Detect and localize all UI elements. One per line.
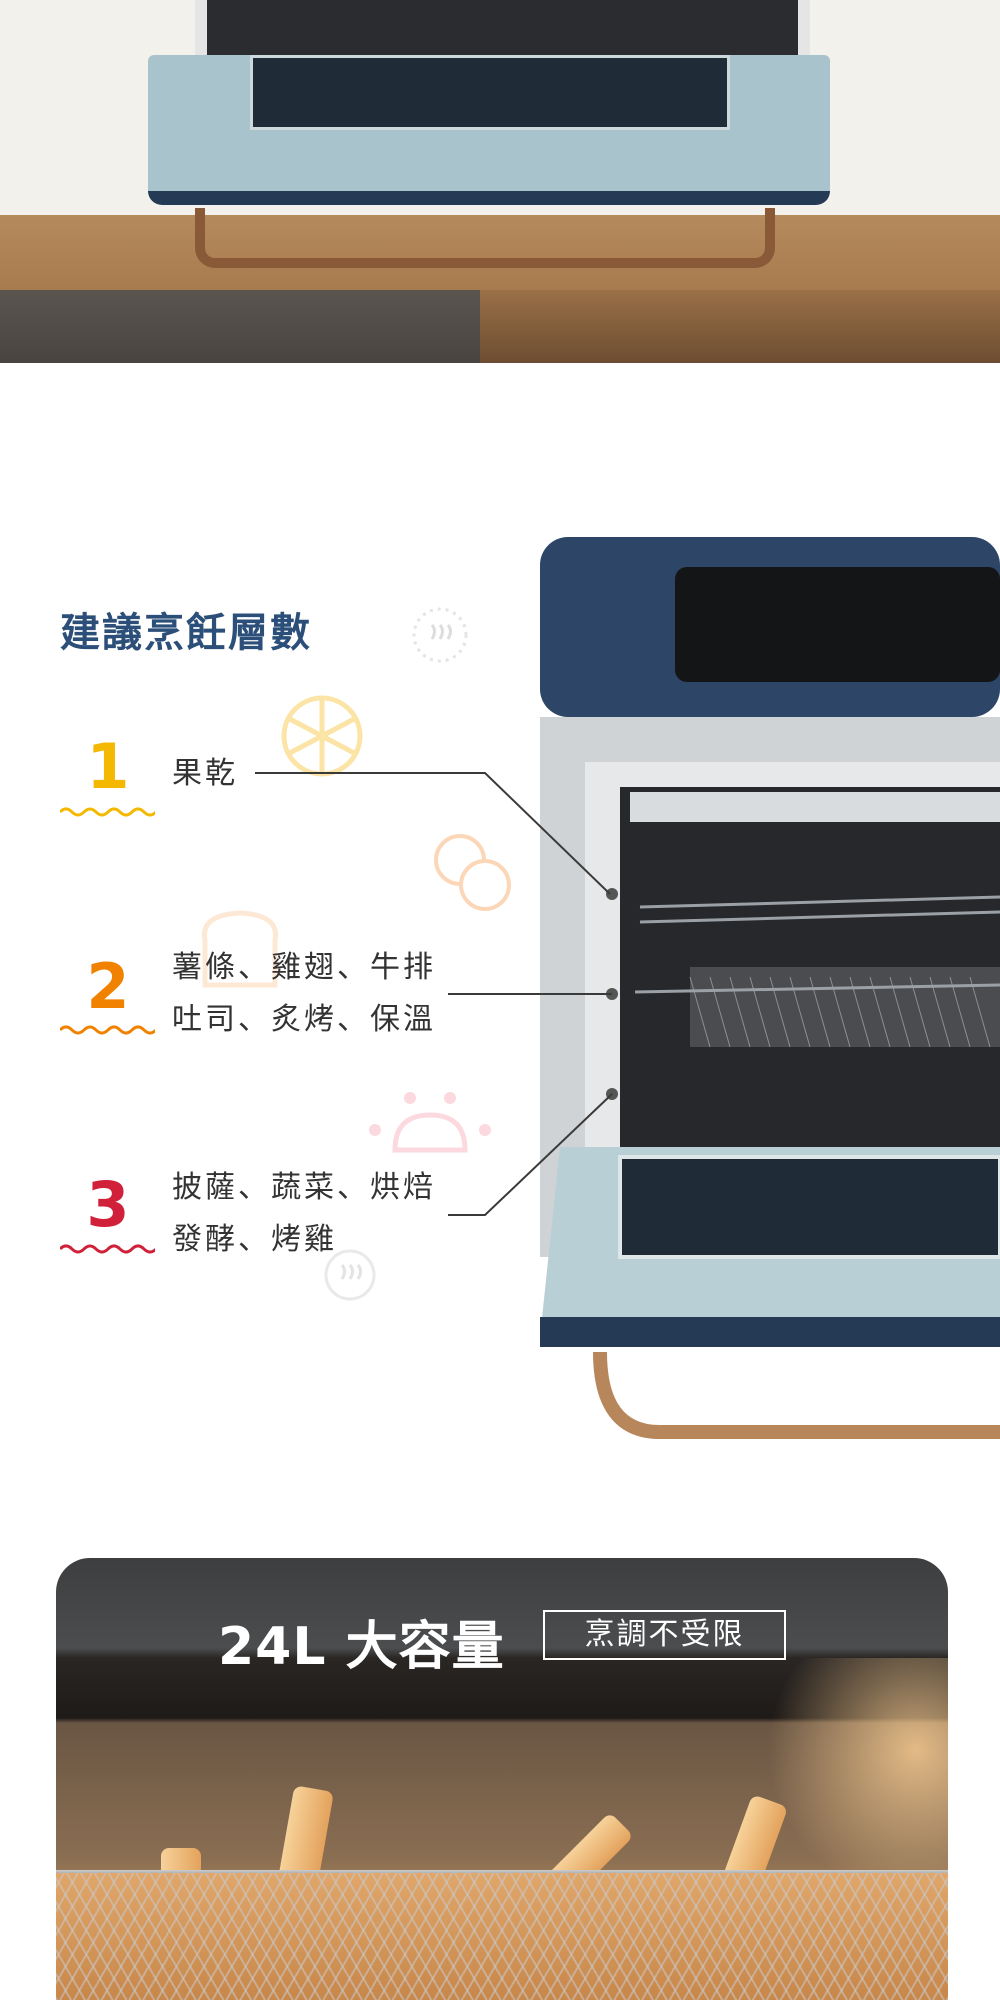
layer-food: 果乾 — [172, 756, 238, 791]
oven-handle — [593, 1351, 1000, 1439]
layer-food: 披薩、蔬菜、烘焙發酵、烤雞 — [172, 1170, 436, 1257]
leader-line-1 — [255, 772, 611, 895]
layer-food: 薯條、雞翅、牛排吐司、炙烤、保溫 — [172, 950, 436, 1037]
bread-icon — [201, 910, 279, 988]
steam-icon — [412, 607, 468, 663]
leader-line-3 — [448, 1093, 613, 1216]
wave-underline — [60, 1025, 155, 1035]
capacity-banner: 24L 大容量 烹調不受限 — [56, 1558, 948, 2000]
air-fry-basket — [690, 967, 1000, 1047]
oven-door-glass — [618, 1155, 1000, 1259]
layer-number: 3 — [86, 1168, 130, 1241]
oven-display — [675, 567, 1000, 682]
fry-basket-mesh — [56, 1873, 948, 2000]
steam-icon-2 — [324, 1249, 376, 1301]
oven-interior — [195, 0, 810, 55]
wood-cabinet — [480, 290, 1000, 363]
oven-rack-2 — [634, 983, 1000, 994]
wave-underline — [60, 807, 155, 817]
oven-rack-1 — [639, 895, 1000, 924]
leader-lines — [255, 772, 613, 1216]
oven-product-image — [540, 537, 1000, 1439]
section-title: 建議烹飪層數 — [60, 610, 312, 656]
wave-underline — [60, 1244, 155, 1254]
cookie-icon — [434, 834, 511, 911]
oven-door-handle — [195, 208, 775, 268]
layer-number: 2 — [86, 950, 130, 1023]
capacity-tag: 烹調不受限 — [543, 1610, 786, 1660]
oven-door-glass — [250, 55, 730, 130]
layer-number: 1 — [86, 730, 130, 803]
bun-icon — [369, 1092, 491, 1153]
capacity-heading: 24L 大容量 — [218, 1617, 505, 1677]
section-notch — [0, 363, 1000, 423]
